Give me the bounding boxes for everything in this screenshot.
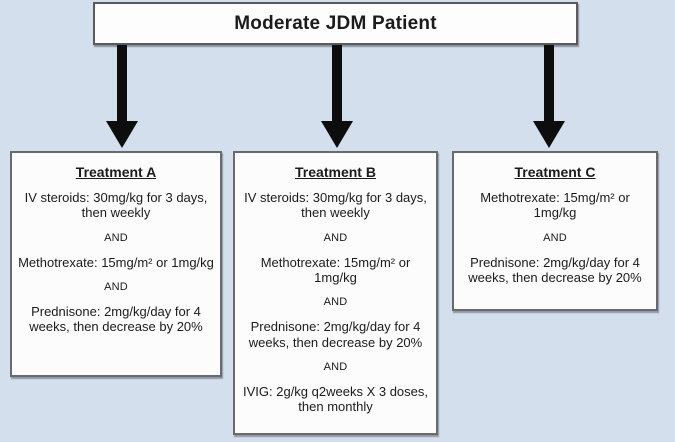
treatment-b-line-iv-steroids: IV steroids: 30mg/kg for 3 days, then we…: [244, 190, 427, 221]
arrow-to-treatment-c: [533, 45, 565, 148]
arrow-head-icon: [533, 121, 565, 148]
treatment-c-line-methotrexate: Methotrexate: 15mg/m² or 1mg/kg: [480, 190, 630, 221]
treatment-c-title: Treatment C: [514, 164, 596, 180]
arrow-head-icon: [321, 121, 353, 148]
treatment-a-line-iv-steroids: IV steroids: 30mg/kg for 3 days, then we…: [24, 190, 208, 221]
treatment-b-box: Treatment B IV steroids: 30mg/kg for 3 d…: [233, 151, 438, 435]
arrow-stem: [332, 45, 342, 121]
treatment-b-line-methotrexate: Methotrexate: 15mg/m² or 1mg/kg: [260, 254, 411, 285]
arrow-stem: [117, 45, 127, 121]
root-node-title: Moderate JDM Patient: [234, 12, 437, 34]
treatment-c-box: Treatment C Methotrexate: 15mg/m² or 1mg…: [452, 151, 658, 311]
treatment-a-connector-and-1: AND: [104, 231, 128, 244]
treatment-a-title: Treatment A: [75, 164, 157, 180]
arrow-to-treatment-a: [106, 45, 138, 148]
treatment-b-connector-and-1: AND: [323, 231, 348, 244]
treatment-b-title: Treatment B: [295, 164, 376, 180]
treatment-b-connector-and-2: AND: [323, 296, 348, 309]
treatment-b-line-ivig: IVIG: 2g/kg q2weeks X 3 doses, then mont…: [243, 383, 428, 415]
arrow-stem: [544, 45, 554, 121]
treatment-c-connector-and-1: AND: [543, 231, 567, 244]
treatment-c-line-prednisone: Prednisone: 2mg/kg/day for 4 weeks, then…: [468, 254, 642, 285]
treatment-b-line-prednisone: Prednisone: 2mg/kg/day for 4 weeks, then…: [248, 319, 423, 350]
arrow-head-icon: [106, 121, 138, 148]
treatment-a-line-prednisone: Prednisone: 2mg/kg/day for 4 weeks, then…: [29, 303, 203, 335]
treatment-b-connector-and-3: AND: [323, 360, 348, 373]
treatment-a-line-methotrexate: Methotrexate: 15mg/m² or 1mg/kg: [18, 254, 214, 270]
root-node-moderate-jdm-patient: Moderate JDM Patient: [93, 2, 578, 45]
treatment-a-connector-and-2: AND: [104, 280, 128, 293]
arrow-to-treatment-b: [321, 45, 353, 148]
treatment-a-box: Treatment A IV steroids: 30mg/kg for 3 d…: [10, 151, 222, 377]
